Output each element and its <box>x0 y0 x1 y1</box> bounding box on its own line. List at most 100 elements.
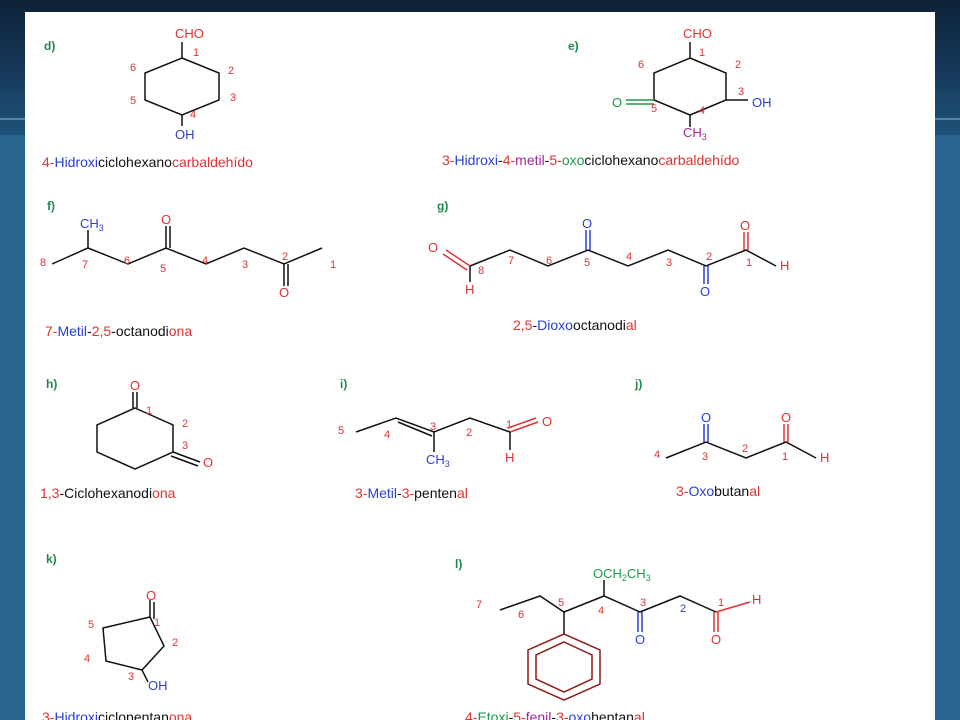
name-h: 1,3-Ciclohexanodiona <box>40 485 176 501</box>
svg-text:3: 3 <box>738 86 744 98</box>
svg-text:2: 2 <box>706 251 712 263</box>
atom-g-o1: O <box>740 218 750 233</box>
name-i-part: - <box>397 485 402 501</box>
name-e: 3-Hidroxi-4-metil-5-oxociclohexanocarbal… <box>442 152 740 168</box>
svg-text:4: 4 <box>626 251 632 263</box>
name-i-part: al <box>457 485 468 501</box>
svg-text:8: 8 <box>40 257 46 269</box>
svg-text:6: 6 <box>124 255 130 267</box>
atom-i-o: O <box>542 414 552 429</box>
name-k-part: 3- <box>42 709 55 720</box>
name-f-part: ona <box>169 323 193 339</box>
atom-j-o3: O <box>701 410 711 425</box>
svg-text:7: 7 <box>82 259 88 271</box>
svg-text:1: 1 <box>718 597 724 609</box>
atom-f-o2: O <box>279 285 289 300</box>
atom-g-o8: O <box>428 240 438 255</box>
name-l-part: Etoxi <box>477 709 508 720</box>
name-k-part: Hidroxi <box>54 709 98 720</box>
svg-text:4: 4 <box>598 605 604 617</box>
svg-text:1: 1 <box>154 617 160 629</box>
svg-text:3: 3 <box>430 421 436 433</box>
structure-f: f) O O CH3 8 7 6 5 4 3 2 1 7-Metil-2,5-o… <box>40 199 336 339</box>
name-l-part: heptan <box>591 709 634 720</box>
name-k: 3-Hidroxiciclopentanona <box>42 709 192 720</box>
svg-text:3: 3 <box>182 440 188 452</box>
name-l-part: - <box>551 709 556 720</box>
svg-text:2: 2 <box>735 59 741 71</box>
name-e-part: oxo <box>562 152 585 168</box>
name-g-part: - <box>532 317 537 333</box>
svg-text:3: 3 <box>128 671 134 683</box>
label-g: g) <box>437 199 448 213</box>
name-l-part: al <box>634 709 645 720</box>
name-g-part: 2,5 <box>513 317 533 333</box>
name-f-part: -octanodi <box>111 323 169 339</box>
atom-g-h1: H <box>780 258 789 273</box>
structure-d: d) CHO OH 1 2 3 4 5 6 4-Hidroxiciclohexa… <box>42 26 253 170</box>
svg-text:2: 2 <box>680 603 686 615</box>
name-i-part: Metil <box>367 485 397 501</box>
label-f: f) <box>47 199 55 213</box>
atom-l-h: H <box>752 592 761 607</box>
atom-d-cho: CHO <box>175 26 204 41</box>
name-e-part: carbaldehído <box>658 152 739 168</box>
name-f: 7-Metil-2,5-octanodiona <box>45 323 192 339</box>
name-e-part: 3- <box>442 152 455 168</box>
svg-text:3: 3 <box>640 597 646 609</box>
svg-text:5: 5 <box>338 425 344 437</box>
name-g-part: octanodi <box>573 317 626 333</box>
atom-f-ch3: CH3 <box>80 216 104 233</box>
name-e-part: - <box>498 152 503 168</box>
svg-text:2: 2 <box>466 427 472 439</box>
atom-g-o2: O <box>700 284 710 299</box>
svg-text:3: 3 <box>702 451 708 463</box>
num-d-2: 2 <box>228 65 234 77</box>
name-j-part: al <box>749 483 760 499</box>
name-d-part: Hidroxi <box>54 154 98 170</box>
label-i: i) <box>340 377 347 391</box>
svg-text:5: 5 <box>160 263 166 275</box>
svg-text:4: 4 <box>384 429 390 441</box>
name-l-part: 5- <box>513 709 526 720</box>
svg-text:7: 7 <box>508 255 514 267</box>
svg-text:2: 2 <box>172 637 178 649</box>
structure-h: h) O O 1 2 3 1,3-Ciclohexanodiona <box>40 377 213 501</box>
num-d-3: 3 <box>230 92 236 104</box>
atom-g-h8: H <box>465 282 474 297</box>
content-panel <box>25 12 935 720</box>
ring-e <box>653 57 727 116</box>
svg-text:1: 1 <box>506 419 512 431</box>
name-k-part: ciclopentan <box>98 709 169 720</box>
name-i-part: penten <box>414 485 457 501</box>
name-f-part: 2,5 <box>92 323 112 339</box>
svg-text:2: 2 <box>282 251 288 263</box>
svg-text:3: 3 <box>666 257 672 269</box>
atom-k-o: O <box>146 588 156 603</box>
atom-d-oh: OH <box>175 127 195 142</box>
name-j-part: Oxo <box>688 483 714 499</box>
atom-g-o5: O <box>582 216 592 231</box>
svg-text:4: 4 <box>84 653 90 665</box>
name-j-part: butan <box>714 483 749 499</box>
name-l: 4-Etoxi-5-fenil-3-oxoheptanal <box>465 709 645 720</box>
name-i-part: 3- <box>355 485 368 501</box>
label-k: k) <box>46 552 57 566</box>
svg-text:5: 5 <box>651 103 657 115</box>
atom-l-o3: O <box>635 632 645 647</box>
svg-text:6: 6 <box>518 609 524 621</box>
num-d-1: 1 <box>193 47 199 59</box>
atom-h-o3: O <box>203 455 213 470</box>
svg-text:1: 1 <box>782 451 788 463</box>
name-f-part: 7- <box>45 323 58 339</box>
name-l-part: - <box>509 709 514 720</box>
name-j: 3-Oxobutanal <box>676 483 760 499</box>
atom-e-cho: CHO <box>683 26 712 41</box>
structure-g: g) O H O O O H 8 7 6 5 4 3 2 1 2,5-Dioxo… <box>428 199 789 333</box>
label-h: h) <box>46 377 57 391</box>
name-e-part: metil <box>515 152 545 168</box>
num-d-5: 5 <box>130 95 136 107</box>
atom-i-ch3: CH3 <box>426 452 450 469</box>
svg-text:4: 4 <box>699 105 705 117</box>
